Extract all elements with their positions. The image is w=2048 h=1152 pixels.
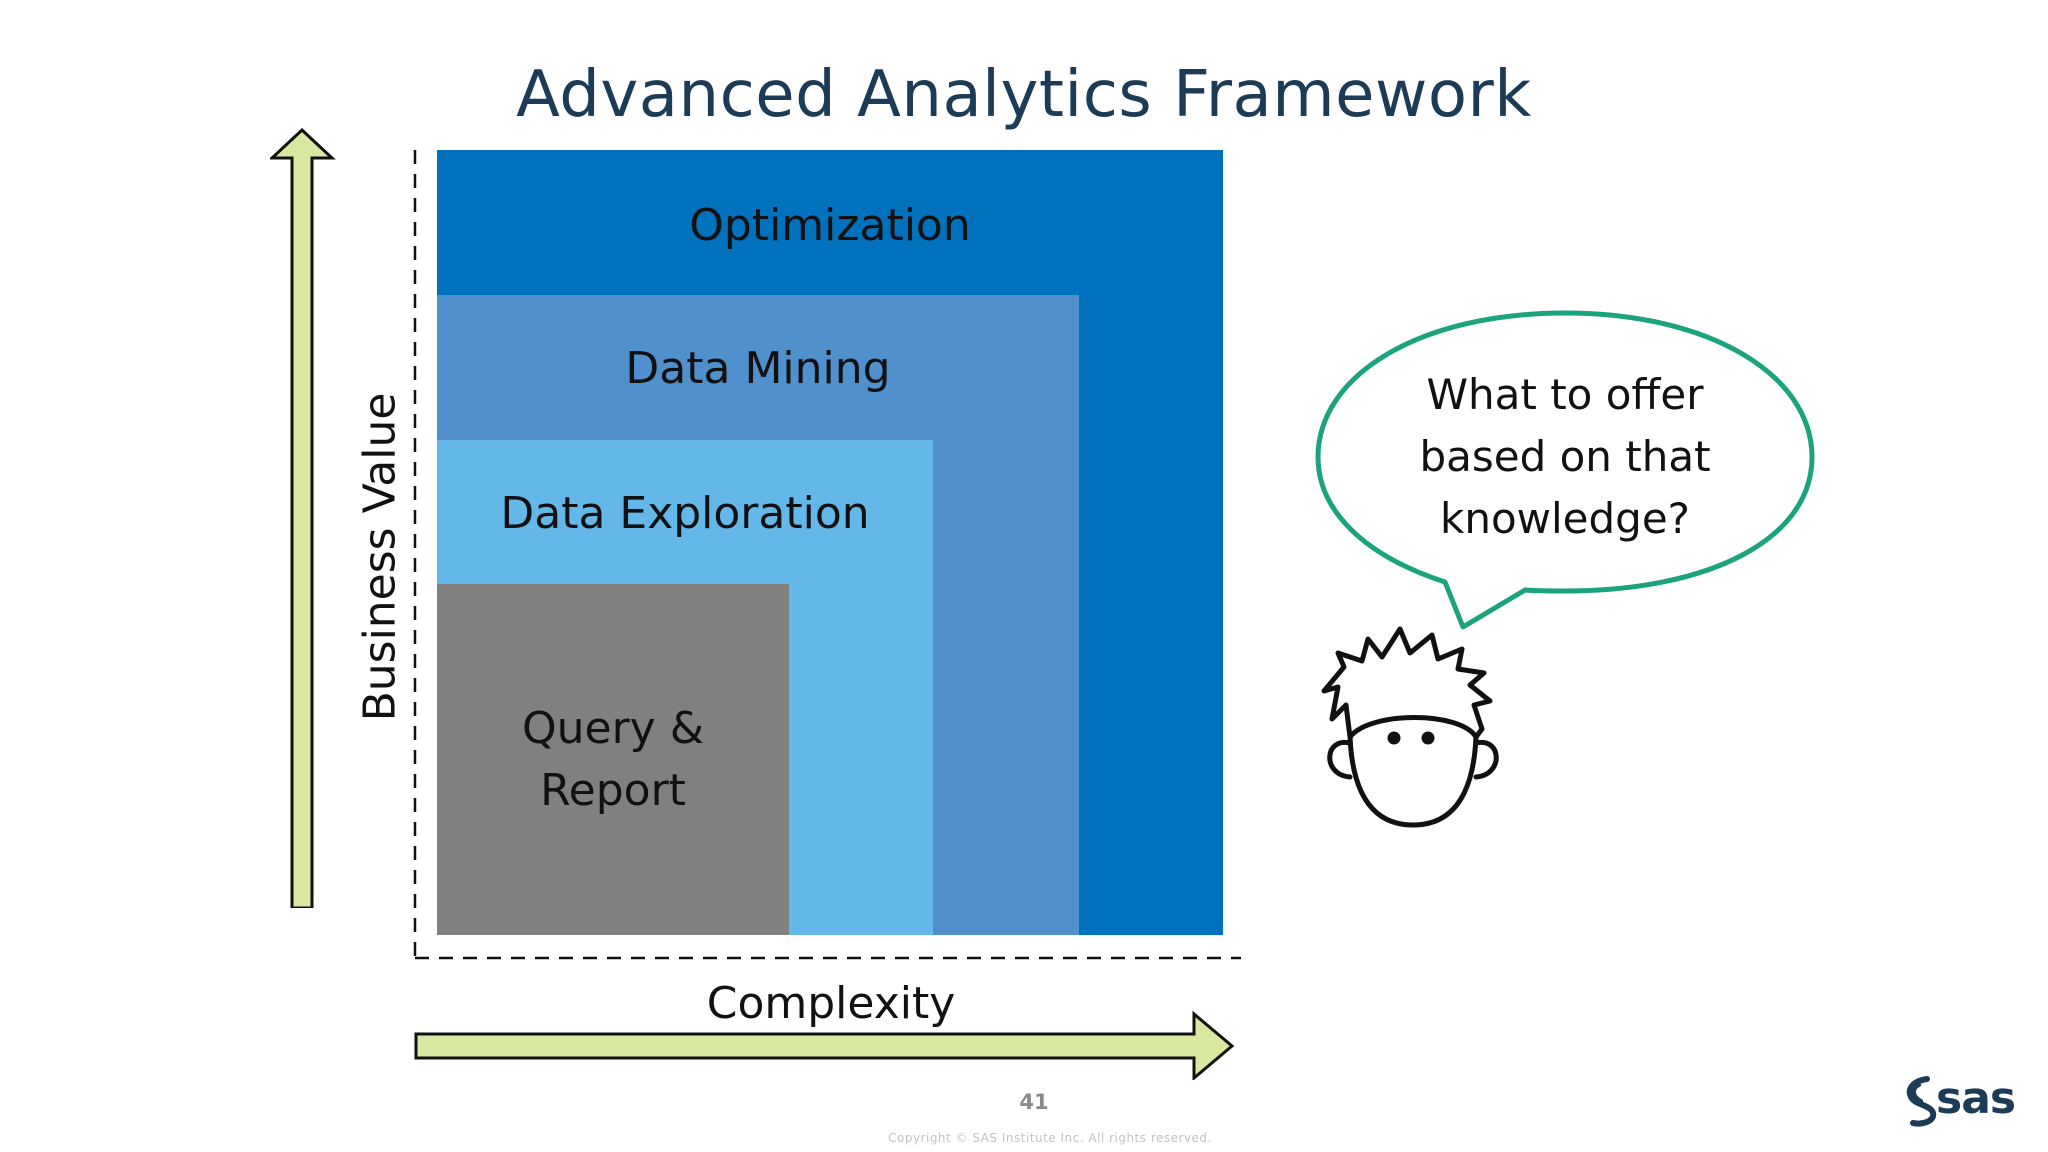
person-icon (1321, 626, 1499, 828)
person-hair (1321, 626, 1493, 740)
query-report-label-line-1: Query & (521, 703, 704, 754)
page-number: 41 (1019, 1090, 1049, 1114)
sas-logo-text: sas (1936, 1073, 2016, 1124)
data-mining-label: Data Mining (625, 343, 891, 394)
dashed-axes (413, 150, 1241, 960)
speech-bubble (1315, 310, 1815, 630)
data-exploration-label: Data Exploration (500, 488, 870, 539)
speech-bubble-line-3: knowledge? (1440, 494, 1690, 543)
complexity-arrow-shape (414, 1010, 1235, 1080)
sas-logo-icon (1906, 1076, 1937, 1127)
speech-bubble-text: What to offer based on that knowledge? (1350, 364, 1780, 550)
person-right-eye (1421, 731, 1435, 745)
person-face (1347, 712, 1479, 828)
copyright-notice: Copyright © SAS Institute Inc. All right… (888, 1131, 1212, 1145)
query-report-label: Query & Report (437, 698, 789, 822)
speech-bubble-line-1: What to offer (1426, 370, 1704, 419)
business-value-arrow-shape (270, 128, 336, 908)
speech-bubble-line-2: based on that (1419, 432, 1711, 481)
speech-bubble-outline (1315, 310, 1815, 630)
business-value-arrow (270, 128, 336, 908)
slide-title: Advanced Analytics Framework (516, 58, 1532, 132)
optimization-label: Optimization (689, 200, 971, 251)
query-report-label-line-2: Report (540, 765, 686, 816)
person-left-ear (1327, 739, 1353, 780)
person-right-ear (1473, 739, 1499, 780)
person-left-eye (1387, 731, 1401, 745)
query-report-block (437, 584, 789, 935)
y-axis-label-text: Business Value (354, 392, 406, 722)
complexity-arrow (414, 1010, 1235, 1080)
x-axis-label: Complexity (706, 978, 956, 1029)
